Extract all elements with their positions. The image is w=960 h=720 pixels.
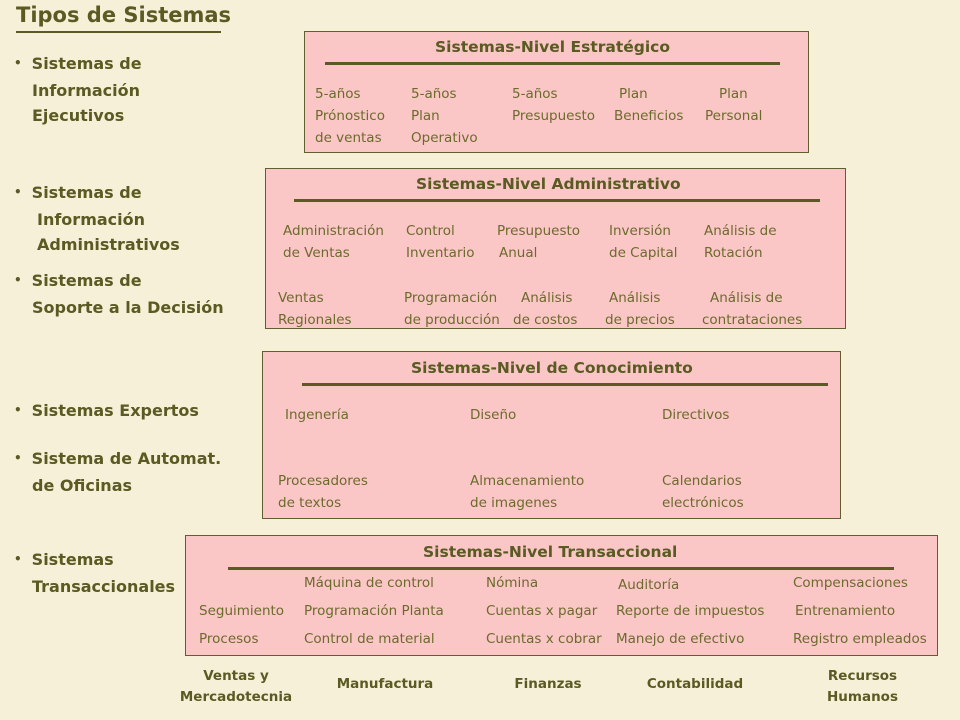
cell: Directivos [662,407,730,423]
bullet-dot-icon: • [14,451,22,465]
cell: Seguimiento [199,603,285,619]
bullet-line: Administrativos [37,235,180,254]
bullet-decision: • Sistemas de Soporte a la Decisión [14,268,224,320]
bullet-line: Sistemas de [31,54,142,73]
box-title: Sistemas-Nivel de Conocimiento [411,359,693,377]
box-nivel-transaccional: Sistemas-Nivel Transaccional Máquina de … [185,535,938,656]
title-rule [294,199,820,202]
title-rule [302,383,828,386]
cell: Nómina [486,575,539,591]
cell: Registro empleados [793,631,927,647]
bullet-ejecutivos: • Sistemas de Información Ejecutivos [14,51,142,128]
cell: Ingenería [285,407,349,423]
bullet-expertos: • Sistemas Expertos [14,398,199,425]
cell: Entrenamiento [795,603,896,619]
footer-manufactura: Manufactura [336,676,434,692]
title-rule [228,567,894,570]
box-title: Sistemas-Nivel Transaccional [423,543,678,561]
cell: Cuentas x pagar [486,603,598,619]
bullet-oficinas: • Sistema de Automat. de Oficinas [14,446,221,498]
bullet-line: Sistemas de [31,183,142,202]
cell: Compensaciones [793,575,908,591]
footer-contabilidad: Contabilidad [646,676,744,692]
bullet-dot-icon: • [14,403,22,417]
title-rule [325,62,780,65]
cell: Diseño [470,407,517,423]
cell: Programación Planta [304,603,444,619]
bullet-dot-icon: • [14,185,22,199]
bullet-line: de Oficinas [32,476,133,495]
bullet-line: Transaccionales [32,577,176,596]
bullet-administrativos: • Sistemas de Información Administrativos [14,180,180,257]
footer-finanzas: Finanzas [514,676,582,692]
bullet-dot-icon: • [14,552,22,566]
bullet-dot-icon: • [14,273,22,287]
cell: Control de material [304,631,435,647]
bullet-line: Información [32,81,141,100]
bullet-line: Soporte a la Decisión [32,298,224,317]
cell: Procesos [199,631,259,647]
bullet-line: Sistemas Expertos [31,401,199,420]
cell: Manejo de efectivo [616,631,745,647]
bullet-line: Información [37,210,146,229]
cell: Cuentas x cobrar [486,631,602,647]
cell: Reporte de impuestos [616,603,765,619]
page-title: Tipos de Sistemas [16,3,232,27]
bullet-transaccionales: • Sistemas Transaccionales [14,547,175,599]
title-underline [16,31,221,33]
box-title: Sistemas-Nivel Estratégico [435,38,670,56]
box-nivel-conocimiento: Sistemas-Nivel de Conocimiento Ingenería… [262,351,841,519]
bullet-line: Sistemas de [31,271,142,290]
bullet-line: Ejecutivos [32,106,125,125]
bullet-line: Sistemas [31,550,114,569]
box-title: Sistemas-Nivel Administrativo [416,175,681,193]
bullet-line: Sistema de Automat. [31,449,222,468]
cell: Máquina de control [304,575,434,591]
cell: Auditoría [618,577,680,593]
bullet-dot-icon: • [14,56,22,70]
box-nivel-administrativo: Sistemas-Nivel Administrativo Administra… [265,168,846,329]
